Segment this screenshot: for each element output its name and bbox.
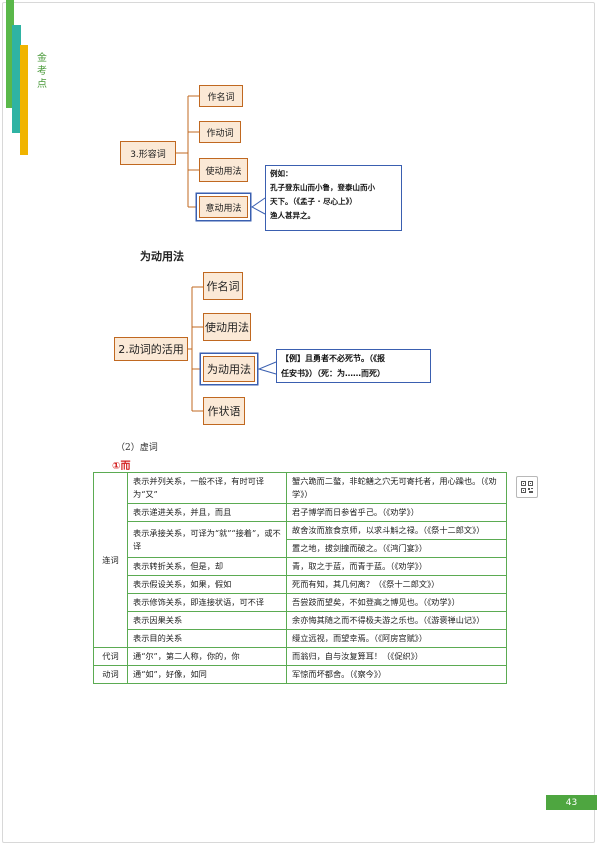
page-number: 43 bbox=[546, 795, 597, 810]
callout-title: 例如： bbox=[270, 169, 293, 178]
callout-line: 孔子登东山而小鲁，登泰山而小 bbox=[270, 183, 375, 192]
table-row: 表示递进关系，并且，而且君子博学而日参省乎己。（《劝学》） bbox=[94, 503, 507, 522]
table-row: 表示假设关系，如果，假如死而有知，其几何离？（《祭十二郎文》） bbox=[94, 575, 507, 594]
subheading: （2）虚词 bbox=[116, 443, 158, 453]
example-cell: 余亦悔其随之而不得极夫游之乐也。（《游褒禅山记》） bbox=[286, 611, 507, 630]
table-row: 动词通“如”，好像，如同军惊而坏都舍。（《察今》） bbox=[93, 665, 507, 684]
part-of-speech-cell: 动词 bbox=[93, 665, 128, 684]
meaning-cell: 表示因果关系 bbox=[127, 611, 287, 630]
er-heading: ①而 bbox=[112, 461, 131, 472]
tree1-root-node: 3.形容词 bbox=[120, 141, 176, 165]
tree1-example-callout: 例如： 孔子登东山而小鲁，登泰山而小 天下。（《孟子 · 尽心上》） 渔人甚异之… bbox=[265, 165, 402, 231]
callout-line: 【例】且勇者不必死节。（《报 bbox=[281, 354, 385, 363]
example-cell: 缦立远视，而望幸焉。（《阿房宫赋》） bbox=[286, 629, 507, 648]
callout-line: 渔人甚异之。 bbox=[270, 211, 315, 220]
meaning-cell: 表示假设关系，如果，假如 bbox=[127, 575, 287, 594]
table-row: 表示承接关系，可译为“就”“接着”，或不译故舍汝而旅食京师，以求斗斛之禄。（《祭… bbox=[94, 521, 507, 558]
part-of-speech-cell: 连词 bbox=[93, 472, 128, 648]
decor-bar-teal bbox=[12, 25, 21, 133]
example-cell: 吾尝跂而望矣，不如登高之博见也。（《劝学》） bbox=[286, 593, 507, 612]
table-body: 连词表示并列关系，一般不译，有时可译为“又”蟹六跪而二螯，非蛇鳝之穴无可寄托者，… bbox=[93, 472, 507, 684]
meaning-cell: 表示目的关系 bbox=[127, 629, 287, 648]
part-of-speech-cell: 代词 bbox=[93, 647, 128, 666]
tree1-branch-node: 作名词 bbox=[199, 85, 243, 107]
example-cell: 青，取之于蓝，而青于蓝。（《劝学》） bbox=[286, 557, 507, 576]
side-label-char: 考 bbox=[37, 66, 47, 77]
qr-code-icon[interactable] bbox=[516, 476, 538, 498]
tree1-branch-node: 使动用法 bbox=[199, 158, 248, 182]
side-label-char: 点 bbox=[37, 79, 47, 90]
table-row: 表示转折关系，但是，却青，取之于蓝，而青于蓝。（《劝学》） bbox=[94, 557, 507, 576]
table-row: 表示目的关系缦立远视，而望幸焉。（《阿房宫赋》） bbox=[94, 629, 507, 648]
section-heading: 为动用法 bbox=[140, 250, 184, 263]
example-cell: 军惊而坏都舍。（《察今》） bbox=[286, 665, 507, 684]
tree2-root-node: 2.动词的活用 bbox=[114, 337, 188, 361]
example-cell: 而翁归，自与汝复算耳！（《促织》） bbox=[286, 647, 507, 666]
tree1-branch-node: 作动词 bbox=[199, 121, 241, 143]
tree2-branch-node: 作状语 bbox=[203, 397, 245, 425]
tree2-branch-node: 作名词 bbox=[203, 272, 243, 300]
table-row: 代词通“尔”，第二人称，你的，你而翁归，自与汝复算耳！（《促织》） bbox=[93, 647, 507, 666]
meaning-cell: 表示转折关系，但是，却 bbox=[127, 557, 287, 576]
meaning-cell: 通“尔”，第二人称，你的，你 bbox=[127, 647, 287, 666]
example-cell: 故舍汝而旅食京师，以求斗斛之禄。（《祭十二郎文》） bbox=[286, 521, 507, 540]
meaning-cell: 表示递进关系，并且，而且 bbox=[127, 503, 287, 522]
decor-bar-green bbox=[6, 0, 14, 108]
er-usage-table: 连词表示并列关系，一般不译，有时可译为“又”蟹六跪而二螯，非蛇鳝之穴无可寄托者，… bbox=[93, 472, 507, 684]
tree1-branch-node-selected: 意动用法 bbox=[199, 196, 248, 218]
side-label: 金 考 点 bbox=[37, 52, 49, 91]
tree2-branch-node: 使动用法 bbox=[203, 313, 251, 341]
tree2-branch-node-selected: 为动用法 bbox=[203, 356, 255, 382]
table-row: 连词表示并列关系，一般不译，有时可译为“又”蟹六跪而二螯，非蛇鳝之穴无可寄托者，… bbox=[93, 472, 507, 648]
example-cell: 蟹六跪而二螯，非蛇鳝之穴无可寄托者，用心躁也。（《劝学》） bbox=[286, 472, 507, 504]
meaning-cell: 表示并列关系，一般不译，有时可译为“又” bbox=[127, 472, 287, 504]
example-cell: 死而有知，其几何离？（《祭十二郎文》） bbox=[286, 575, 507, 594]
table-row: 表示修饰关系，即连接状语，可不译吾尝跂而望矣，不如登高之博见也。（《劝学》） bbox=[94, 593, 507, 612]
tree2-example-callout: 【例】且勇者不必死节。（《报 任安书》）（死：为……而死） bbox=[276, 349, 431, 383]
callout-line: 天下。（《孟子 · 尽心上》） bbox=[270, 197, 357, 206]
example-cell: 置之地，拔剑撞而破之。（《鸿门宴》） bbox=[286, 539, 507, 558]
callout-line: 任安书》）（死：为……而死） bbox=[281, 369, 385, 378]
table-row: 表示因果关系余亦悔其随之而不得极夫游之乐也。（《游褒禅山记》） bbox=[94, 611, 507, 630]
side-label-char: 金 bbox=[37, 53, 47, 64]
qr-code-glyph bbox=[521, 481, 533, 493]
meaning-cell: 表示承接关系，可译为“就”“接着”，或不译 bbox=[127, 521, 287, 558]
decor-bar-yellow bbox=[20, 45, 28, 155]
meaning-cell: 通“如”，好像，如同 bbox=[127, 665, 287, 684]
example-cell: 君子博学而日参省乎己。（《劝学》） bbox=[286, 503, 507, 522]
meaning-cell: 表示修饰关系，即连接状语，可不译 bbox=[127, 593, 287, 612]
